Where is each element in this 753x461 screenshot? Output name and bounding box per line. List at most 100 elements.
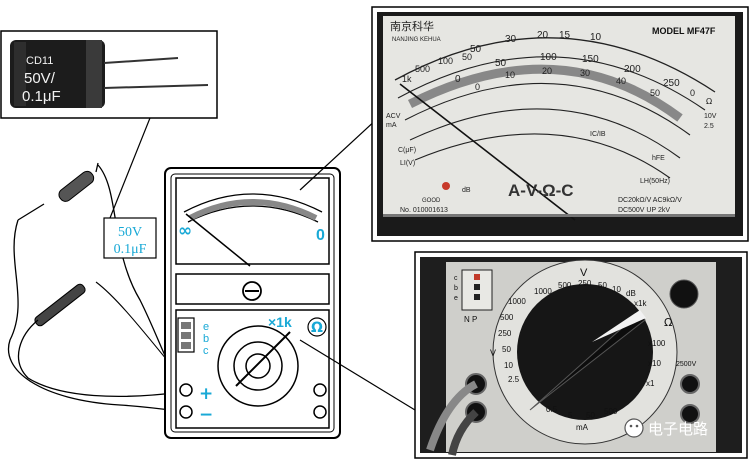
cap-value-box bbox=[103, 217, 157, 259]
negative-sign: − bbox=[199, 405, 213, 425]
pin-label-e: e bbox=[203, 321, 209, 333]
panel-left-tick-500: 500 bbox=[500, 313, 514, 322]
li-label: LI(V) bbox=[400, 160, 415, 167]
panel-left-tick-50: 50 bbox=[502, 345, 511, 354]
selector-knob-photo[interactable] bbox=[517, 284, 653, 420]
row4-tick-40: 40 bbox=[616, 76, 626, 86]
pin-label-b: b bbox=[203, 333, 209, 345]
panel-right-tick-x100: x100 bbox=[648, 339, 666, 348]
jack-right-top[interactable] bbox=[313, 383, 327, 397]
row2-tick-500: 500 bbox=[415, 64, 430, 74]
ic-label: IC/IB bbox=[590, 131, 606, 138]
range-x1k-label: ×1k bbox=[268, 314, 292, 330]
range-selector-pointer bbox=[235, 331, 291, 387]
capacitor-marking-3: 0.1μF bbox=[22, 88, 61, 105]
panel-socket-hole-2 bbox=[474, 284, 480, 290]
panel-v-side: V bbox=[490, 348, 496, 358]
db-label: dB bbox=[462, 187, 471, 194]
meter-scale-arc-inner bbox=[187, 205, 319, 223]
capacitor-highlight bbox=[14, 42, 26, 106]
right-label-10v: 10V bbox=[704, 113, 717, 120]
panel-v-tick-250: 250 bbox=[578, 279, 592, 288]
selector-callout-line bbox=[299, 339, 416, 411]
acv-label: ACV bbox=[386, 113, 401, 120]
panel-right-tick-x1k: x1k bbox=[634, 299, 647, 308]
drawn-cap-lead-right bbox=[95, 162, 99, 173]
row2-tick-0: 0 bbox=[690, 88, 695, 98]
selector-knob-bar bbox=[529, 311, 646, 411]
row4-tick-0: 0 bbox=[475, 82, 480, 92]
good-label: GOOD bbox=[422, 198, 441, 204]
dial-arc-1 bbox=[394, 37, 716, 93]
panel-db-label: dB bbox=[626, 289, 636, 298]
serial-label: No. 010001613 bbox=[400, 207, 448, 214]
panel-socket-c: c bbox=[454, 275, 458, 282]
capacitor-lead-top bbox=[103, 57, 179, 64]
cap-capacitance-text: 0.1μF bbox=[114, 242, 147, 257]
range-selector-hub bbox=[245, 353, 271, 379]
probe-red bbox=[34, 283, 86, 327]
watermark-text: 电子电路 bbox=[648, 420, 708, 438]
panel-ma-label: mA bbox=[576, 423, 589, 432]
row3-tick-250: 250 bbox=[663, 78, 680, 89]
panel-ohm-adjust-knob[interactable] bbox=[669, 279, 699, 309]
jack-positive[interactable] bbox=[179, 383, 193, 397]
panel-top-v: V bbox=[580, 267, 588, 279]
row4-tick-30: 30 bbox=[580, 68, 590, 78]
wechat-icon-eye-2 bbox=[635, 424, 639, 428]
panel-v-tick-10: 10 bbox=[612, 285, 621, 294]
capacitor-body bbox=[10, 40, 105, 108]
capacitor-marking-1: CD11 bbox=[26, 55, 53, 67]
panel-v-tick-1000: 1000 bbox=[534, 287, 552, 296]
socket-pin-c bbox=[181, 342, 191, 349]
meter-body-inner bbox=[170, 173, 335, 433]
panel-left-tick-10: 10 bbox=[504, 361, 513, 370]
panel-left-tick-250: 250 bbox=[498, 329, 512, 338]
dial-arc-5 bbox=[414, 133, 671, 179]
capacitor-marking-2: 50V/ bbox=[24, 70, 56, 87]
meter-needle bbox=[185, 213, 251, 267]
panel-socket-b: b bbox=[454, 285, 458, 292]
panel-jack-right-2[interactable] bbox=[680, 404, 700, 424]
row3-tick-0: 0 bbox=[455, 74, 461, 85]
dial-callout-line bbox=[299, 117, 379, 191]
panel-bottom-tick-50: 50 bbox=[586, 411, 595, 420]
panel-socket-hole-3 bbox=[474, 294, 480, 300]
dial-arc-2 bbox=[397, 56, 706, 111]
good-indicator-led bbox=[442, 182, 450, 190]
wechat-icon-eye-1 bbox=[629, 424, 633, 428]
capacitor-callout-line bbox=[109, 117, 151, 219]
ohm-symbol: Ω bbox=[311, 320, 323, 336]
model-label: MODEL MF47F bbox=[652, 26, 716, 36]
meter-scale-band bbox=[188, 199, 318, 221]
row3-tick-150: 150 bbox=[582, 54, 599, 65]
panel-side-note: 2500V bbox=[676, 361, 697, 368]
panel-socket-e: e bbox=[454, 295, 458, 302]
brand-chinese: 南京科华 bbox=[390, 19, 434, 33]
wire-probe-return bbox=[17, 319, 183, 397]
panel-jack-right-1[interactable] bbox=[680, 374, 700, 394]
jack-right-bottom[interactable] bbox=[313, 405, 327, 419]
jack-negative[interactable] bbox=[179, 405, 193, 419]
panel-right-tick-x1: x1 bbox=[646, 379, 655, 388]
row4-tick-10: 10 bbox=[505, 70, 515, 80]
panel-left-tick-2-5: 2.5 bbox=[508, 375, 520, 384]
socket-pin-e bbox=[181, 322, 191, 329]
scale-infinity-label: ∞ bbox=[178, 221, 192, 241]
probe-wires-group bbox=[7, 162, 191, 413]
ci-label: C(μF) bbox=[398, 147, 416, 154]
row3-tick-50: 50 bbox=[495, 58, 507, 69]
dial-needle bbox=[399, 83, 576, 221]
lhz-label: LH(50Hz) bbox=[640, 178, 670, 185]
panel-bottom-tick-5: 5 bbox=[568, 411, 573, 420]
ohm-circle bbox=[307, 317, 327, 337]
spec-line-1: DC20kΩ/V AC9kΩ/V bbox=[618, 197, 682, 204]
panel-v-tick-50: 50 bbox=[598, 281, 607, 290]
drawn-cap-lead-left bbox=[17, 203, 45, 221]
row2-tick-50: 50 bbox=[462, 52, 472, 62]
panel-photo-group: V 1000 500 250 50 10 dB 1000 500 250 50 … bbox=[414, 251, 748, 459]
socket-pin-b bbox=[181, 332, 191, 339]
panel-probe-lead-1 bbox=[426, 380, 479, 452]
cap-voltage-text: 50V bbox=[118, 225, 142, 240]
